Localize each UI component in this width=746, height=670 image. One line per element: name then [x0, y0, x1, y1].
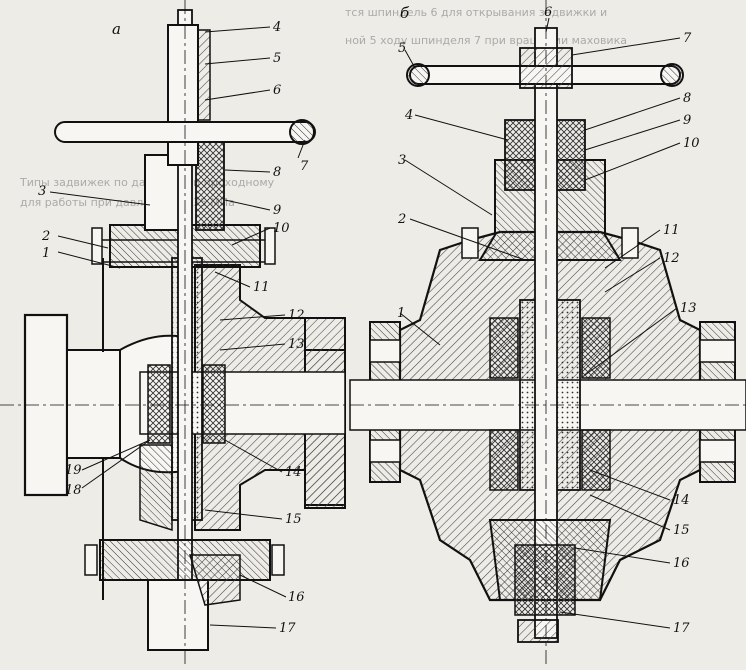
- svg-text:тся шпиндель 6 для открывания: тся шпиндель 6 для открывания задвижки и: [345, 6, 607, 19]
- callout-b-13: 13: [680, 301, 697, 316]
- seat-ring-a-right: [202, 364, 226, 444]
- callout-b-4: 4: [404, 108, 413, 123]
- callout-a-16: 16: [288, 590, 305, 605]
- callout-a-18: 18: [65, 483, 82, 498]
- callout-b-1: 1: [397, 306, 405, 321]
- seat-ring-a-left: [147, 364, 171, 444]
- svg-text:ной 5 ходу шпинделя 7 при вращ: ной 5 ходу шпинделя 7 при вращении махов…: [345, 34, 627, 47]
- callout-a-12: 12: [288, 308, 305, 323]
- callout-b-11: 11: [663, 223, 680, 238]
- panel-b-callouts: б 1 2 3 4 5 6 7 8 9 10 11 12 13 14 15 16…: [397, 4, 700, 636]
- callout-a-5: 5: [273, 51, 281, 66]
- callout-b-17: 17: [673, 621, 690, 636]
- callout-a-15: 15: [285, 512, 302, 527]
- panel-b-label: б: [400, 4, 410, 22]
- callout-a-8: 8: [273, 165, 281, 180]
- callout-b-15: 15: [673, 523, 690, 538]
- callout-a-17: 17: [279, 621, 296, 636]
- callout-a-13: 13: [288, 337, 305, 352]
- callout-a-2: 2: [41, 229, 50, 244]
- callout-a-6: 6: [273, 83, 281, 98]
- callout-b-5: 5: [398, 41, 406, 56]
- callout-b-3: 3: [398, 153, 406, 168]
- panel-a-callouts: а 1 2 3 4 5 6 7 8 9 10 11 12 13 14 15 16…: [38, 20, 309, 636]
- panel-a-label: а: [112, 20, 121, 38]
- callout-a-11: 11: [253, 280, 270, 295]
- callout-a-19: 19: [65, 463, 82, 478]
- callout-a-3: 3: [38, 184, 46, 199]
- callout-b-16: 16: [673, 556, 690, 571]
- callout-b-10: 10: [683, 136, 700, 151]
- panel-b-drawing: [349, 0, 746, 665]
- leader-lines: [49, 17, 681, 629]
- callout-a-4: 4: [272, 20, 281, 35]
- callout-a-10: 10: [273, 221, 290, 236]
- callout-a-7: 7: [300, 159, 309, 174]
- callout-b-12: 12: [663, 251, 680, 266]
- callout-a-14: 14: [285, 465, 302, 480]
- callout-b-8: 8: [683, 91, 691, 106]
- callout-b-7: 7: [683, 31, 692, 46]
- callout-b-14: 14: [673, 493, 690, 508]
- callout-b-2: 2: [397, 212, 406, 227]
- callout-a-9: 9: [273, 203, 281, 218]
- panel-a-drawing: [0, 0, 360, 665]
- callout-a-1: 1: [42, 246, 50, 261]
- callout-b-6: 6: [544, 5, 552, 20]
- callout-b-9: 9: [683, 113, 691, 128]
